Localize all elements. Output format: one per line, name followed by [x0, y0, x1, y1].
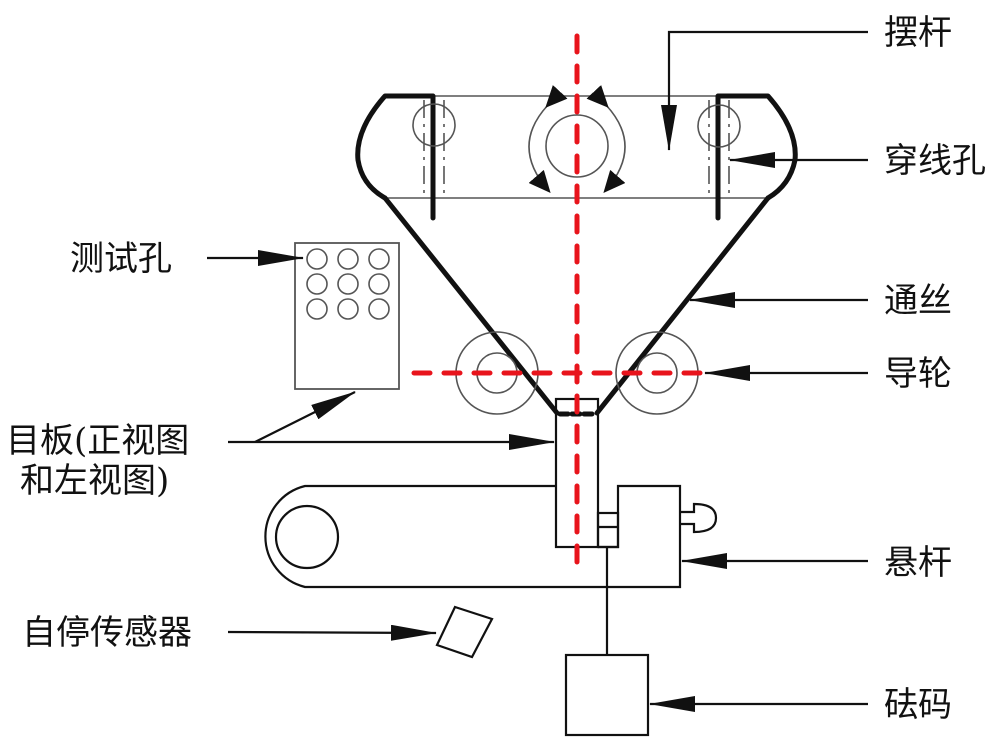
- test-hole-plate: [294, 242, 400, 390]
- auto-stop-sensor: [435, 605, 494, 659]
- leader-swing-rod: [661, 30, 868, 151]
- label-weight: 砝码: [884, 685, 952, 725]
- leader-auto-stop-sensor: [227, 624, 437, 641]
- label-target-plate-line2: 和左视图): [20, 461, 169, 501]
- label-test-holes: 测试孔: [70, 239, 172, 279]
- label-swing-rod: 摆杆: [884, 13, 952, 53]
- label-hanging-rod: 悬杆: [884, 543, 952, 583]
- label-threading-hole: 穿线孔: [884, 141, 986, 181]
- label-guide-wheel: 导轮: [884, 354, 952, 394]
- weight: [564, 653, 650, 737]
- leader-target-plate-front: [254, 391, 356, 443]
- label-wire: 通丝: [884, 281, 952, 321]
- hanging-rod: [264, 484, 718, 589]
- label-target-plate-line1: 目板(正视图: [6, 421, 189, 461]
- threading-hole-right: [697, 104, 741, 148]
- threading-hole-left: [412, 103, 456, 147]
- rotation-arrow-right: [586, 84, 626, 194]
- label-auto-stop-sensor: 自停传感器: [22, 613, 192, 653]
- swing-rod: [355, 93, 798, 221]
- rotation-arrow-left: [528, 84, 568, 194]
